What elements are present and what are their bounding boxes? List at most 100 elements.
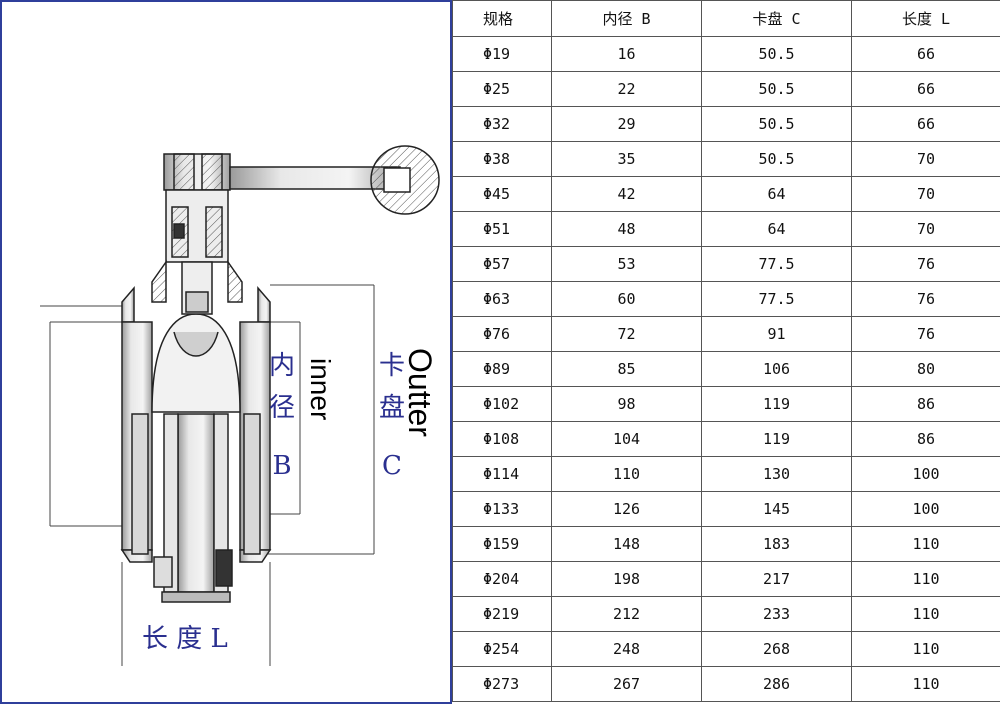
cell-inner-b: 148: [552, 527, 702, 562]
cell-spec: Φ45: [453, 177, 552, 212]
cell-inner-b: 72: [552, 317, 702, 352]
valve-diagram: 内 径 B inner 卡 盘 C Outter 长 度 L: [0, 0, 452, 704]
cell-length-l: 110: [852, 667, 1000, 702]
cell-length-l: 110: [852, 632, 1000, 667]
header-inner-b: 内径 B: [552, 1, 702, 37]
cell-spec: Φ76: [453, 317, 552, 352]
table-header-row: 规格 内径 B 卡盘 C 长度 L: [453, 1, 1000, 37]
cell-clamp-c: 119: [702, 422, 852, 457]
cell-spec: Φ254: [453, 632, 552, 667]
cell-length-l: 70: [852, 142, 1000, 177]
valve-body: [122, 288, 270, 602]
length-label: 长 度 L: [142, 618, 228, 655]
cell-spec: Φ204: [453, 562, 552, 597]
cell-length-l: 86: [852, 422, 1000, 457]
cell-length-l: 70: [852, 177, 1000, 212]
cell-length-l: 86: [852, 387, 1000, 422]
cell-length-l: 66: [852, 37, 1000, 72]
valve-handle: [152, 146, 439, 314]
cell-inner-b: 29: [552, 107, 702, 142]
outer-label-char-3: C: [378, 450, 406, 482]
cell-clamp-c: 106: [702, 352, 852, 387]
cell-length-l: 66: [852, 72, 1000, 107]
cell-spec: Φ32: [453, 107, 552, 142]
cell-inner-b: 267: [552, 667, 702, 702]
cell-clamp-c: 64: [702, 212, 852, 247]
cell-length-l: 70: [852, 212, 1000, 247]
cell-length-l: 66: [852, 107, 1000, 142]
cell-clamp-c: 119: [702, 387, 852, 422]
cell-length-l: 76: [852, 247, 1000, 282]
cell-inner-b: 22: [552, 72, 702, 107]
cell-length-l: 100: [852, 457, 1000, 492]
cell-spec: Φ19: [453, 37, 552, 72]
cell-clamp-c: 217: [702, 562, 852, 597]
cell-clamp-c: 286: [702, 667, 852, 702]
cell-inner-b: 48: [552, 212, 702, 247]
cell-spec: Φ108: [453, 422, 552, 457]
cell-clamp-c: 77.5: [702, 282, 852, 317]
cell-inner-b: 212: [552, 597, 702, 632]
cell-inner-b: 60: [552, 282, 702, 317]
cell-spec: Φ219: [453, 597, 552, 632]
cell-clamp-c: 50.5: [702, 142, 852, 177]
inner-label-char-3: B: [268, 450, 296, 482]
cell-inner-b: 53: [552, 247, 702, 282]
cell-spec: Φ38: [453, 142, 552, 177]
cell-spec: Φ51: [453, 212, 552, 247]
cell-inner-b: 126: [552, 492, 702, 527]
cell-length-l: 76: [852, 317, 1000, 352]
cell-inner-b: 248: [552, 632, 702, 667]
cell-inner-b: 110: [552, 457, 702, 492]
cell-inner-b: 35: [552, 142, 702, 177]
cell-clamp-c: 145: [702, 492, 852, 527]
cell-clamp-c: 77.5: [702, 247, 852, 282]
outer-english-label: Outter: [401, 348, 438, 437]
header-clamp-c: 卡盘 C: [702, 1, 852, 37]
cell-inner-b: 16: [552, 37, 702, 72]
cell-clamp-c: 50.5: [702, 72, 852, 107]
header-length-l: 长度 L: [852, 1, 1000, 37]
cell-length-l: 80: [852, 352, 1000, 387]
cell-spec: Φ25: [453, 72, 552, 107]
cell-spec: Φ63: [453, 282, 552, 317]
cell-spec: Φ57: [453, 247, 552, 282]
header-spec: 规格: [453, 1, 552, 37]
cell-inner-b: 198: [552, 562, 702, 597]
inner-label-char-2: 径: [268, 392, 296, 424]
cell-clamp-c: 50.5: [702, 37, 852, 72]
cell-spec: Φ89: [453, 352, 552, 387]
cell-spec: Φ159: [453, 527, 552, 562]
cell-clamp-c: 183: [702, 527, 852, 562]
cell-spec: Φ273: [453, 667, 552, 702]
cell-inner-b: 85: [552, 352, 702, 387]
inner-label-char-1: 内: [268, 350, 296, 382]
cell-inner-b: 104: [552, 422, 702, 457]
cell-clamp-c: 268: [702, 632, 852, 667]
cell-spec: Φ102: [453, 387, 552, 422]
cell-spec: Φ114: [453, 457, 552, 492]
cell-clamp-c: 50.5: [702, 107, 852, 142]
cell-clamp-c: 64: [702, 177, 852, 212]
cell-clamp-c: 233: [702, 597, 852, 632]
cell-length-l: 110: [852, 597, 1000, 632]
cell-clamp-c: 91: [702, 317, 852, 352]
